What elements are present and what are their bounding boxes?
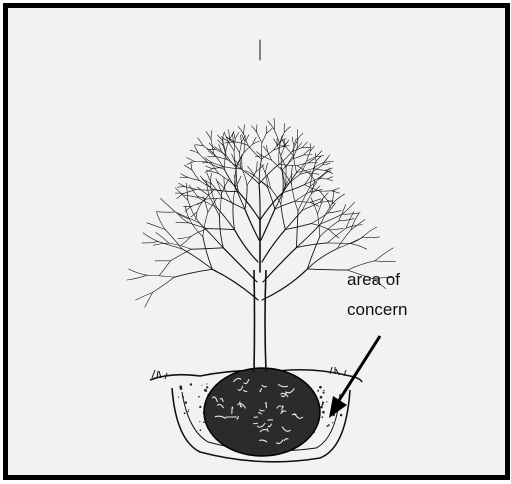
annotation-line-1: area of [347, 269, 467, 291]
root-ball [204, 368, 320, 456]
arrow-icon [329, 336, 380, 418]
annotation-line-2: concern [347, 299, 467, 321]
tree-trunk [254, 270, 266, 372]
tree-crown [127, 40, 395, 307]
